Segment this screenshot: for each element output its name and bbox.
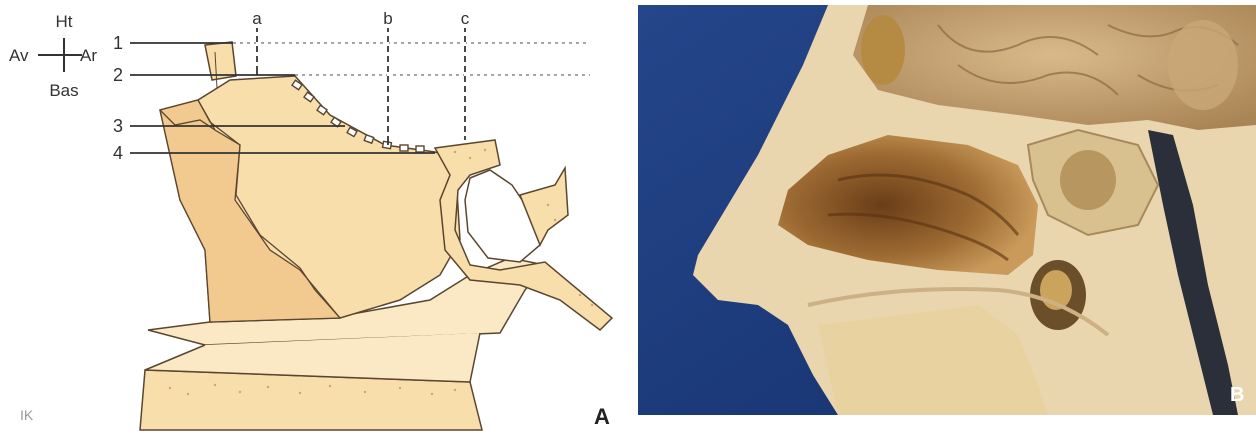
sphenoid-cavity-dark bbox=[1060, 150, 1116, 210]
reference-dotted-lines bbox=[233, 43, 590, 75]
diagram-panel-a: Ht Av Ar Bas bbox=[0, 0, 625, 435]
corner-mark: IK bbox=[20, 407, 34, 423]
level-label-1: 1 bbox=[113, 33, 123, 53]
point-label-c: c bbox=[461, 9, 470, 28]
orientation-right-label: Ar bbox=[80, 46, 97, 65]
upper-cavity-right bbox=[1168, 20, 1238, 110]
point-label-b: b bbox=[383, 9, 392, 28]
orientation-bottom-label: Bas bbox=[49, 81, 78, 100]
specimen-photo-panel-b: B bbox=[638, 5, 1256, 415]
upper-cavity-left bbox=[861, 15, 905, 85]
orientation-left-label: Av bbox=[9, 46, 29, 65]
point-label-a: a bbox=[252, 9, 262, 28]
panel-letter-b: B bbox=[1230, 384, 1244, 406]
orientation-cross: Ht Av Ar Bas bbox=[9, 12, 97, 100]
level-label-3: 3 bbox=[113, 116, 123, 136]
level-label-4: 4 bbox=[113, 143, 123, 163]
panel-letter-a: A bbox=[594, 404, 610, 429]
level-label-2: 2 bbox=[113, 65, 123, 85]
orientation-top-label: Ht bbox=[56, 12, 73, 31]
